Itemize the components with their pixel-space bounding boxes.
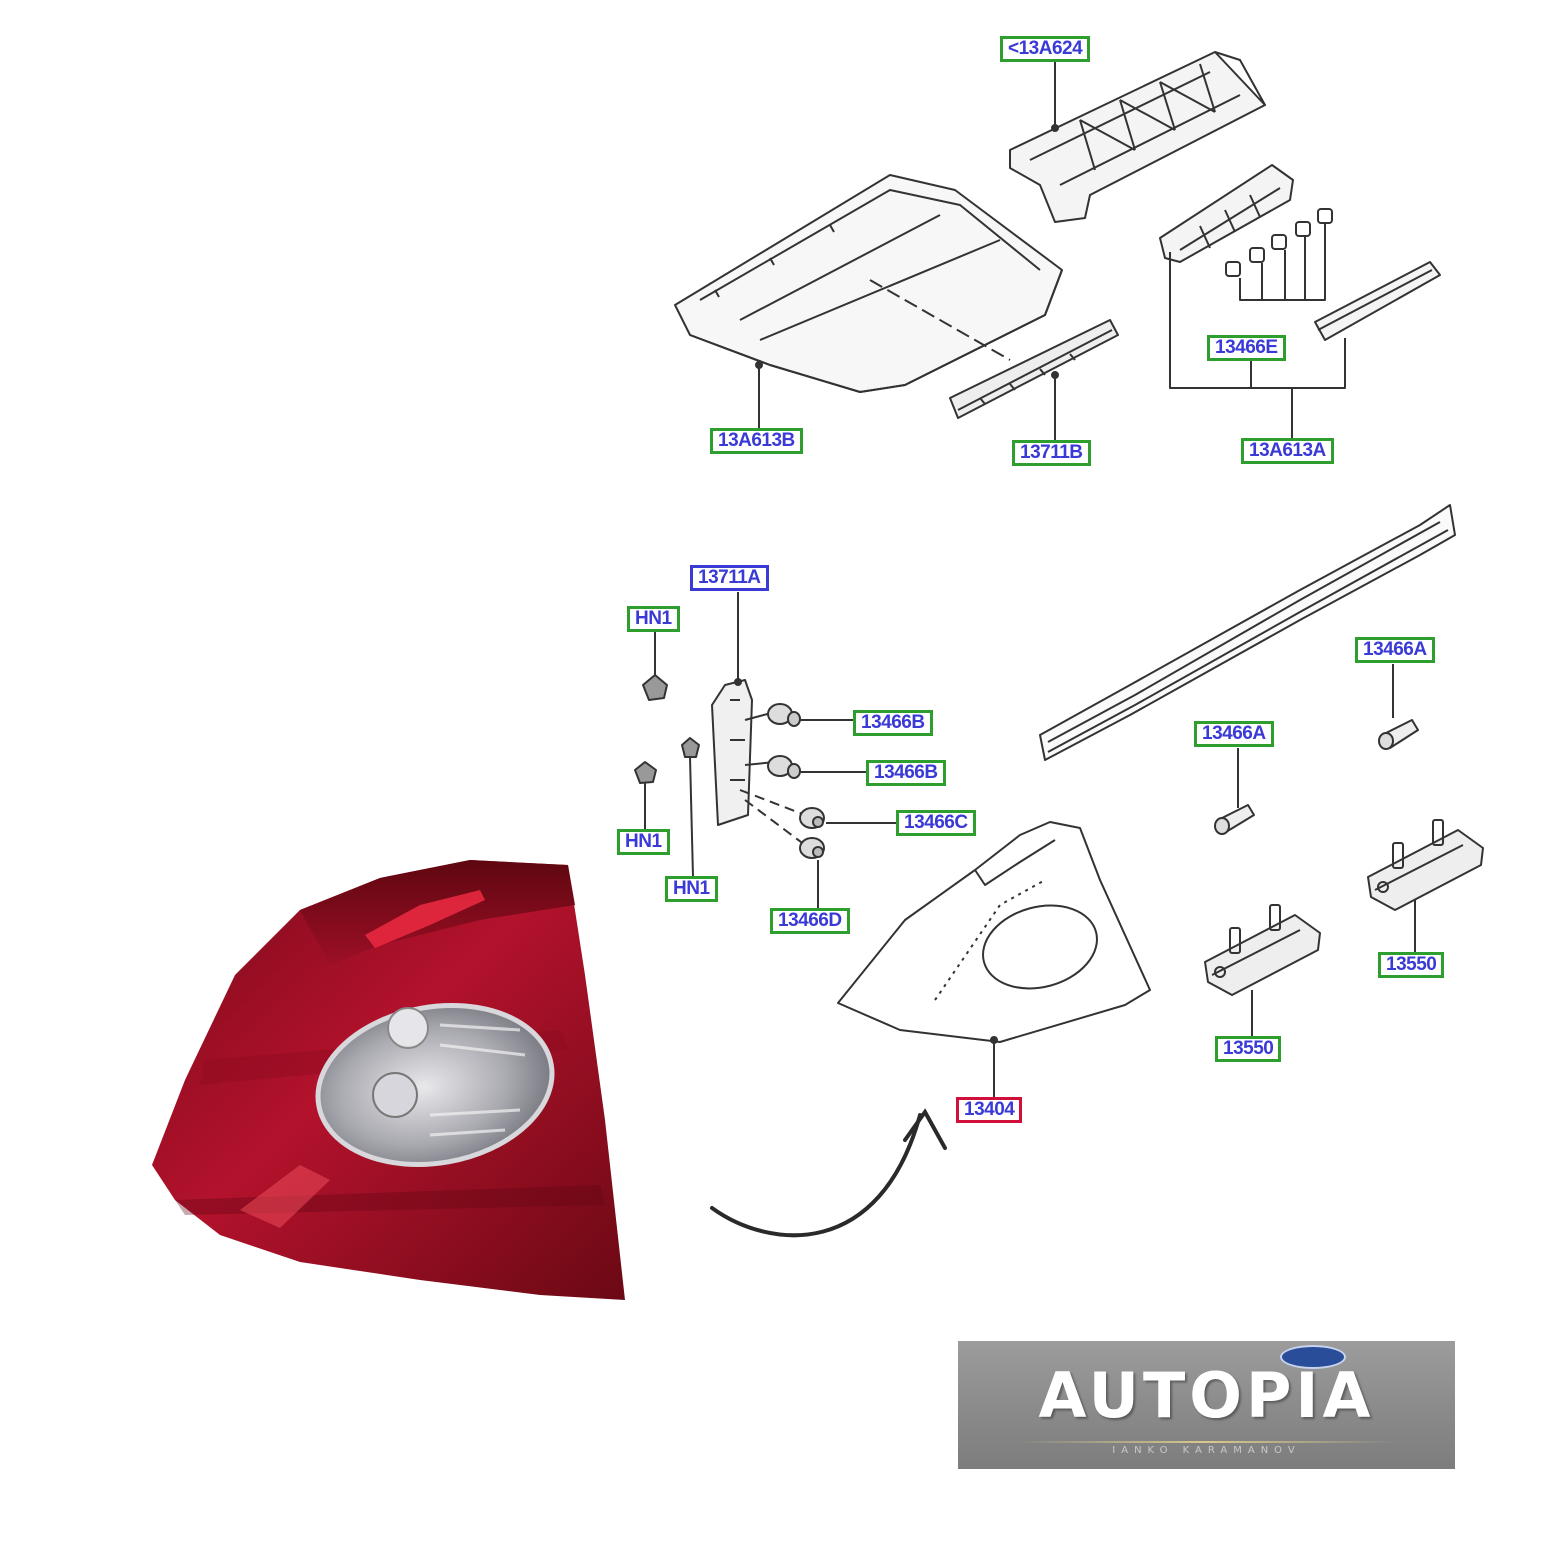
nut-hn1-3 [681, 737, 700, 758]
label-13a613b: 13A613B [710, 428, 803, 454]
label-13711b: 13711B [1012, 440, 1091, 466]
autopia-logo: AUTOPIA IANKO KARAMANOV [958, 1341, 1455, 1469]
label-13466b-top: 13466B [853, 710, 933, 736]
label-13466b-bottom: 13466B [866, 760, 946, 786]
label-13466a-left: 13466A [1194, 721, 1274, 747]
curved-arrow-icon [710, 1108, 947, 1238]
bulb-stick [1314, 261, 1441, 341]
logo-divider [1018, 1441, 1395, 1443]
label-13404: 13404 [956, 1097, 1023, 1123]
taillight-13404-outline [837, 821, 1151, 1043]
label-hn1-bottom: HN1 [665, 876, 718, 902]
label-13550-right: 13550 [1378, 952, 1445, 978]
housing-13a613b [674, 174, 1063, 393]
label-13a613a: 13A613A [1241, 438, 1334, 464]
bulb-holder-13a613a [1159, 164, 1333, 301]
ford-oval-icon [1280, 1345, 1346, 1369]
nut-hn1-1 [642, 674, 668, 701]
screw-13466b-2 [767, 755, 801, 779]
label-hn1-left: HN1 [617, 829, 670, 855]
lamp-13550-2 [1367, 819, 1484, 911]
strip-13711b [949, 319, 1119, 419]
label-13711a: 13711A [690, 565, 769, 591]
screw-13466c [799, 807, 825, 829]
screw-13466d [799, 837, 825, 859]
nut-hn1-2 [634, 761, 657, 784]
label-13a624: <13A624 [1000, 36, 1091, 62]
bracket-13a624 [1009, 51, 1266, 223]
label-13466d: 13466D [770, 908, 850, 934]
label-13466a-right: 13466A [1355, 637, 1435, 663]
taillight-photo [152, 860, 625, 1300]
label-hn1-top: HN1 [627, 606, 680, 632]
bulb-13466a-2 [1378, 719, 1419, 750]
logo-subtitle: IANKO KARAMANOV [1112, 1445, 1301, 1456]
trim-strip [1039, 504, 1456, 761]
screw-13466b-1 [767, 703, 801, 727]
label-13550-left: 13550 [1215, 1036, 1282, 1062]
bulb-13466a-1 [1214, 804, 1255, 835]
logo-title: AUTOPIA [1038, 1359, 1375, 1432]
lamp-13550-1 [1204, 904, 1321, 996]
bracket-13711a [711, 679, 753, 826]
label-13466e: 13466E [1207, 335, 1286, 361]
label-13466c: 13466C [896, 810, 976, 836]
